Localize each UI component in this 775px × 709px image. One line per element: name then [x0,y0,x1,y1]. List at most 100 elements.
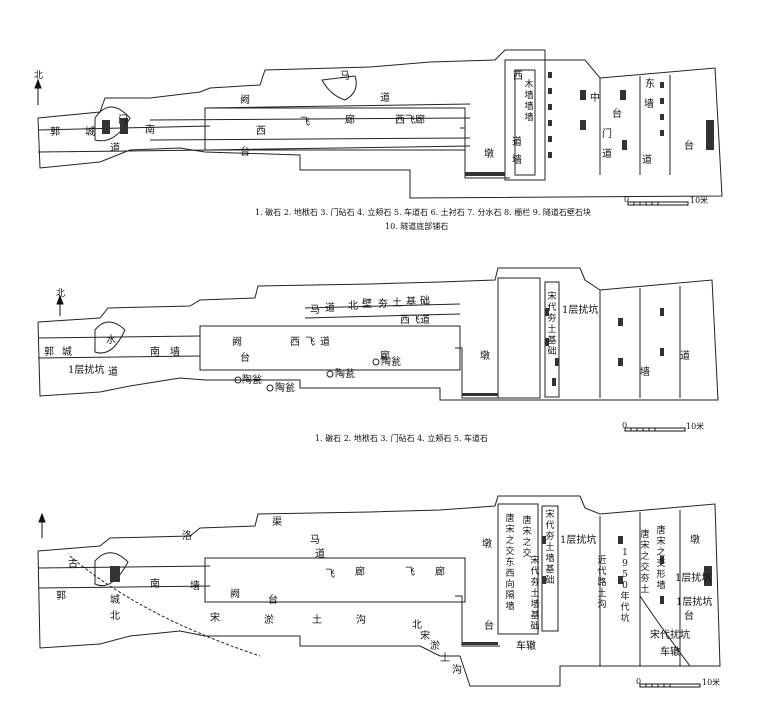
plan3-vertical-3: 唐宋之交 [522,516,532,559]
plan1-label-t: 东 [645,79,655,90]
plan2-label-f: 土 [392,298,402,309]
plan3-vertical-2: 宋代夯土墙基础 [545,510,555,586]
plan2-legend-line1: 1. 礅石 2. 地栿石 3. 门砧石 4. 立颊石 5. 车道石 [315,434,489,443]
plan2-label-ac: 墙 [640,367,650,378]
plan-upper-drawing [34,49,723,206]
plan3-label-m: 台 [268,595,278,606]
plan1-label-k: 郭 [50,127,60,138]
plan2-vertical-song: 宋代夯土基础 [547,292,557,357]
plan3-label-n: 郭 [56,591,66,602]
plan3-label-v: 宋 [420,631,430,642]
plan1-label-w: 门 [118,115,128,126]
plan3-label-ah: 车辙 [660,647,680,658]
plan2-label-ad: 道 [680,351,690,362]
plan1-label-b: 阙 [240,95,250,106]
plan1-label-m: 道 [110,143,120,154]
scale-zero: 0 [624,195,630,204]
plan3-label-e: 飞 [325,569,335,580]
plan3-label-u: 北 [412,620,422,631]
plan1-label-i: 南 [145,125,155,136]
plan1-label-j: 墩 [484,149,494,160]
plan1-label-f: 廊 [345,115,355,126]
plan3-label-z: 墩 [482,539,492,550]
plan3-label-x: 土 [440,653,450,664]
plan3-label-ad: 墩 [690,535,700,546]
plan3-label-w: 淤 [430,641,440,652]
plan2-label-j: 阙 [232,337,242,348]
plan2-label-m: 飞 [305,337,315,348]
plan3-label-j: 南 [150,579,160,590]
plan2-label-aa: 墩 [480,351,490,362]
plan3-label-a: 渠 [272,517,282,528]
plan1-label-u: 墙 [644,99,654,110]
plan3-label-q: 宋 [210,613,220,624]
plan2-label-z: 陶瓮 [275,383,295,394]
plan3-label-af: 宋代扰坑 [650,630,690,641]
plan3-vertical-7: 唐宋之交夯土 [640,530,650,595]
plan1-label-o: 道 [512,137,522,148]
plan2-label-n: 道 [320,337,330,348]
plan1-vertical-wall: 木墙墙墙 [524,80,534,123]
plan1-label-e: 飞 [300,117,310,128]
plan3-label-aa: 台 [484,621,494,632]
plan3-label-ae: 1层扰坑 [675,573,712,584]
plan1-legend-line2: 10. 隧道底部铺石 [385,222,449,231]
plan2-label-a: 马 [310,305,320,316]
plan3-vertical-6: 1950年代坑 [620,548,630,624]
plan3-label-b: 马 [310,535,320,546]
plan3-label-p: 北 [110,611,120,622]
plan1-label-l: 城 [85,127,95,138]
north-label: 北 [56,289,66,299]
plan3-label-r: 淤 [264,615,274,626]
plan2-label-l: 西 [290,337,300,348]
scale-zero: 0 [636,677,642,686]
plan1-label-x: 道 [642,155,652,166]
scale-ten: 10米 [702,678,721,687]
plan3-label-t: 沟 [356,615,366,626]
plan1-label-v: 台 [684,141,694,152]
plan2-label-t: 城 [62,347,72,358]
plan3-vertical-8: 唐宋之交形墙 [656,526,666,591]
plan3-label-y: 沟 [452,665,462,676]
north-label: 北 [34,71,44,81]
plan2-label-ab: 1层扰坑 [562,305,599,316]
plan3-vertical-5: 近代路土沟 [597,556,607,610]
plan2-label-v: 道 [108,367,118,378]
plan1-label-p: 墙 [512,155,522,166]
site-plan-upper: 北 0 10米 马 阙 道 西 飞 廊 西飞廊 台 南 墩 郭 城 道 西 道 … [0,0,775,240]
plan3-label-h: 廊 [435,567,445,578]
plan3-label-ac: 1层扰坑 [560,535,597,546]
plan2-label-k: 台 [240,353,250,364]
plan3-label-i: 古 [68,559,78,570]
plan2-label-u: 1层扰坑 [68,365,105,376]
plan3-label-g: 飞 [405,567,415,578]
plan3-vertical-1: 唐宋之交东西向隔墙 [505,514,515,612]
plan1-label-y: 台 [612,109,622,120]
plan2-label-x: 陶瓮 [335,369,355,380]
scale-zero: 0 [622,421,628,430]
plan2-label-r: 墙 [170,347,180,358]
plan-middle-drawing [37,267,719,432]
plan3-label-o: 城 [110,595,120,606]
plan1-label-q: 中 [590,93,600,104]
plan1-label-c: 道 [380,93,390,104]
plan1-label-g: 西飞廊 [395,115,425,126]
plan3-vertical-4: 宋代夯土墙基础 [530,556,540,632]
plan2-label-p: 水 [106,335,116,346]
plan3-label-s: 土 [312,615,322,626]
plan1-label-r: 门 [602,129,612,140]
plan1-label-d: 西 [256,126,266,137]
plan2-label-s: 郭 [44,347,54,358]
plan2-label-b: 道 [325,303,335,314]
plan1-label-s: 道 [602,149,612,160]
plan1-label-h: 台 [240,147,250,158]
plan2-label-g: 基 [406,297,416,308]
site-plan-lower: 0 10米 渠 马 道 洛 飞 廊 飞 廊 古 南 墙 阙 台 郭 城 北 宋 … [0,495,775,709]
plan3-label-c: 道 [315,549,325,560]
plan2-label-h: 础 [420,296,430,307]
plan1-legend-line1: 1. 礅石 2. 地栿石 3. 门砧石 4. 立颊石 5. 车道石 6. 土衬石… [255,208,591,217]
site-plan-middle: 北 0 10米 马 道 北 壁 夯 土 基 础 西飞道 阙 台 西 飞 道 廊 … [0,267,775,450]
plan2-label-y: 陶瓮 [381,357,401,368]
plan3-label-ag: 台 [684,611,694,622]
plan-lower-drawing [37,495,721,688]
